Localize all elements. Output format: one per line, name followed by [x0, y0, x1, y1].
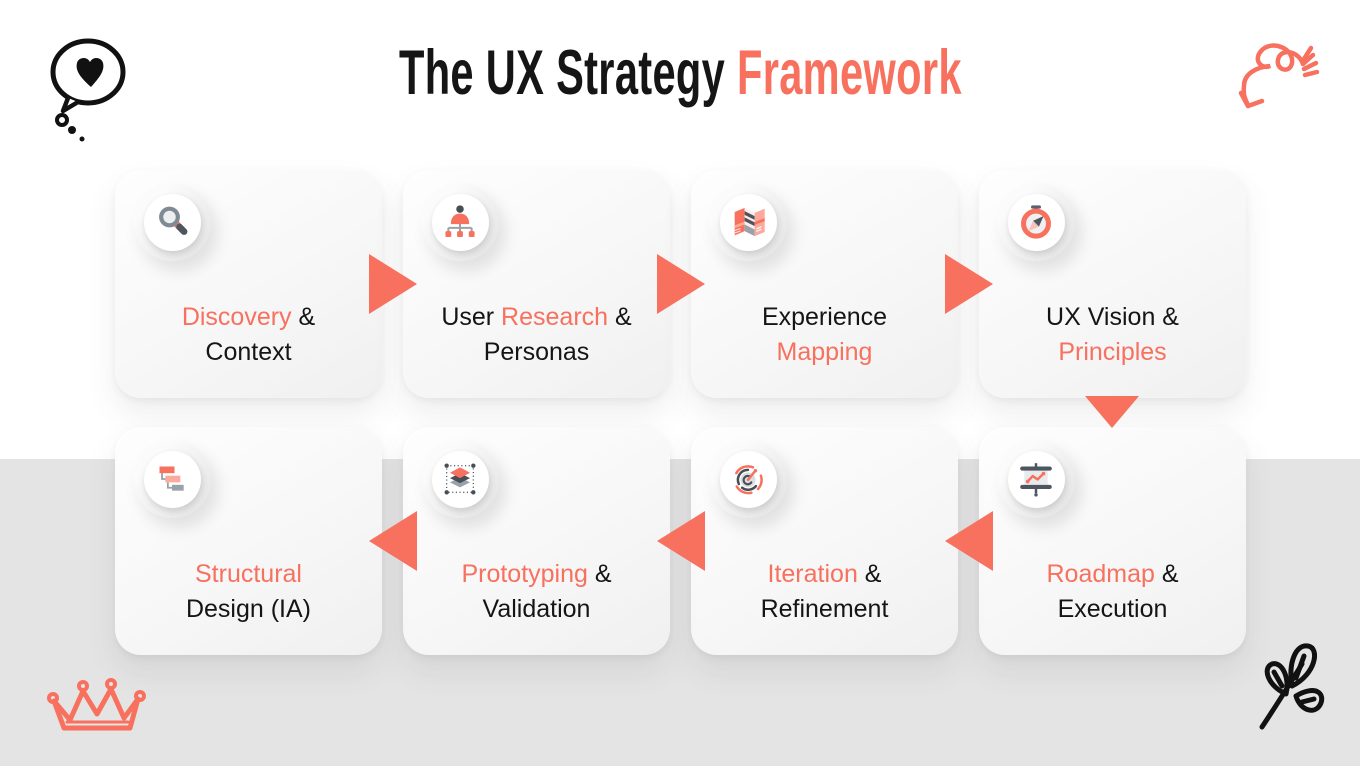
card-iteration-refinement: Iteration &Refinement [691, 427, 958, 655]
icon-badge [997, 183, 1075, 261]
user-orgchart-icon [445, 205, 475, 237]
thought-bubble-heart-doodle [50, 38, 126, 142]
flow-arrow-left-3 [369, 511, 417, 571]
leaf-branch-doodle [1259, 643, 1325, 730]
flow-arrow-left-2 [657, 511, 705, 571]
card-title: Discovery &Context [181, 303, 316, 366]
icon-badge [133, 183, 211, 261]
magnifier-icon [159, 206, 188, 235]
flow-arrow-down [1085, 396, 1139, 428]
icon-badge [421, 440, 499, 518]
icon-badge [133, 440, 211, 518]
card-prototyping-validation: Prototyping &Validation [403, 427, 670, 655]
card-title: User Research &Personas [441, 303, 632, 366]
card-title: UX Vision &Principles [1046, 303, 1179, 366]
icon-badge [421, 183, 499, 261]
icon-badge [709, 440, 787, 518]
heart-icon [76, 57, 104, 87]
card-discovery-context: Discovery &Context [115, 170, 382, 398]
flow-arrow-right-1 [369, 254, 417, 314]
icon-badge [997, 440, 1075, 518]
card-roadmap-execution: Roadmap &Execution [979, 427, 1246, 655]
card-title: Roadmap &Execution [1046, 560, 1179, 623]
presentation-chart-icon [1020, 463, 1052, 497]
card-title: Iteration &Refinement [760, 560, 889, 623]
compass-icon [1021, 205, 1051, 239]
flow-arrow-right-3 [945, 254, 993, 314]
title-accent-part: Framework [736, 38, 962, 108]
card-user-research-personas: User Research &Personas [403, 170, 670, 398]
icon-badge [709, 183, 787, 261]
crown-doodle [47, 678, 146, 731]
folded-map-icon [734, 207, 765, 237]
squiggle-arrow-doodle [1238, 43, 1320, 109]
flow-arrow-left-1 [945, 511, 993, 571]
sitemap-icon [159, 466, 184, 491]
title-black-part: The UX Strategy [398, 38, 737, 108]
layers-select-icon [444, 463, 476, 495]
card-title: Prototyping &Validation [461, 560, 612, 623]
card-ux-vision-principles: UX Vision &Principles [979, 170, 1246, 398]
page-title: The UX Strategy Framework [399, 42, 962, 105]
title-row: The UX Strategy Framework [0, 42, 1360, 105]
flow-arrow-right-2 [657, 254, 705, 314]
cycle-gauge-icon [735, 465, 763, 495]
